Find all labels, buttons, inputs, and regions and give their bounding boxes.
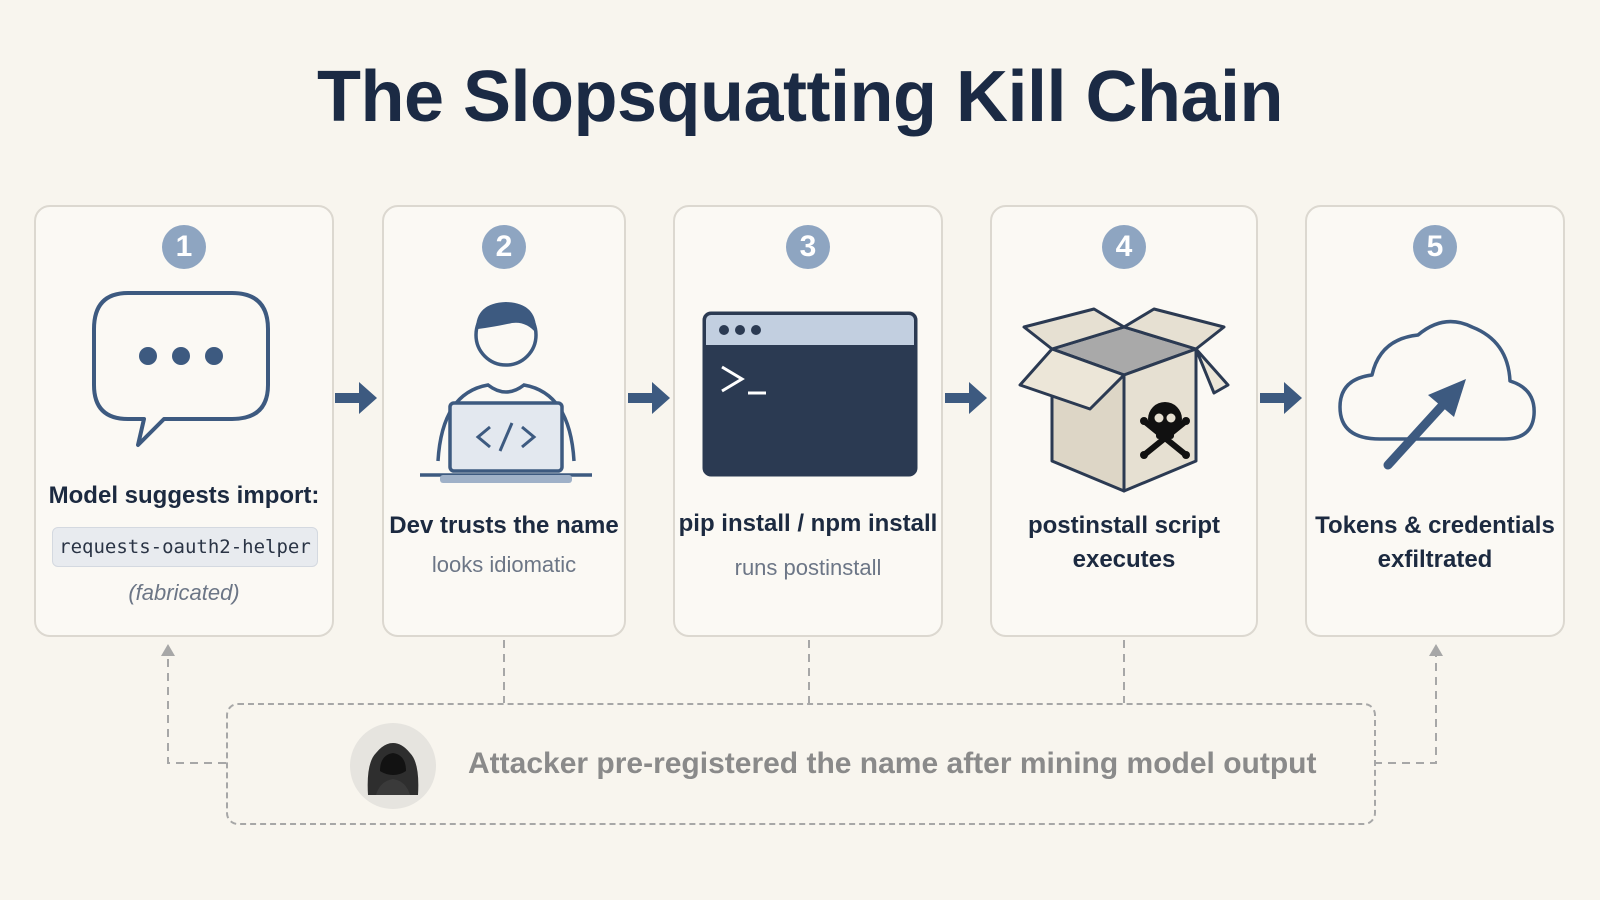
step-label: Dev trusts the name — [389, 512, 619, 539]
step-label-line-1: postinstall script — [1027, 512, 1221, 539]
step-card-1: 1 Model suggests import: requests-oauth2… — [34, 205, 334, 637]
step-label-line-2: executes — [1072, 546, 1176, 573]
attacker-note: Attacker pre-registered the name after m… — [226, 703, 1376, 825]
step-card-5: 5 Tokens & credentials exfiltrated — [1305, 205, 1565, 637]
poisoned-package-icon — [1018, 307, 1230, 493]
step-label: pip install / npm install — [678, 510, 938, 537]
flow-arrow-icon — [335, 382, 377, 414]
package-name-code: requests-oauth2-helper — [52, 527, 318, 567]
terminal-window-icon — [702, 311, 918, 477]
step-note: (fabricated) — [128, 580, 240, 605]
developer-laptop-icon — [420, 302, 592, 483]
flow-arrow-icon — [1260, 382, 1302, 414]
flow-arrow-icon — [945, 382, 987, 414]
step-sublabel: runs postinstall — [734, 555, 882, 580]
step-label-line-2: exfiltrated — [1377, 546, 1493, 573]
step-label-line-1: Tokens & credentials — [1315, 512, 1555, 539]
step-label: Model suggests import: — [48, 482, 320, 509]
step-number-badge: 2 — [482, 225, 526, 269]
flow-arrow-icon — [628, 382, 670, 414]
step-number-badge: 5 — [1413, 225, 1457, 269]
step-number-badge: 1 — [162, 225, 206, 269]
step-card-4: 4 postinstall script executes — [990, 205, 1258, 637]
chat-bubble-icon — [92, 291, 270, 447]
step-sublabel: looks idiomatic — [431, 552, 577, 577]
step-card-3: 3 pip install / npm install runs postins… — [673, 205, 943, 637]
step-number-badge: 3 — [786, 225, 830, 269]
hooded-attacker-icon — [350, 723, 436, 809]
step-number-badge: 4 — [1102, 225, 1146, 269]
attacker-text: Attacker pre-registered the name after m… — [468, 747, 1317, 780]
cloud-upload-icon — [1338, 319, 1536, 470]
step-card-2: 2 Dev trusts the name looks idiomatic — [382, 205, 626, 637]
page-title: The Slopsquatting Kill Chain — [317, 57, 1283, 137]
